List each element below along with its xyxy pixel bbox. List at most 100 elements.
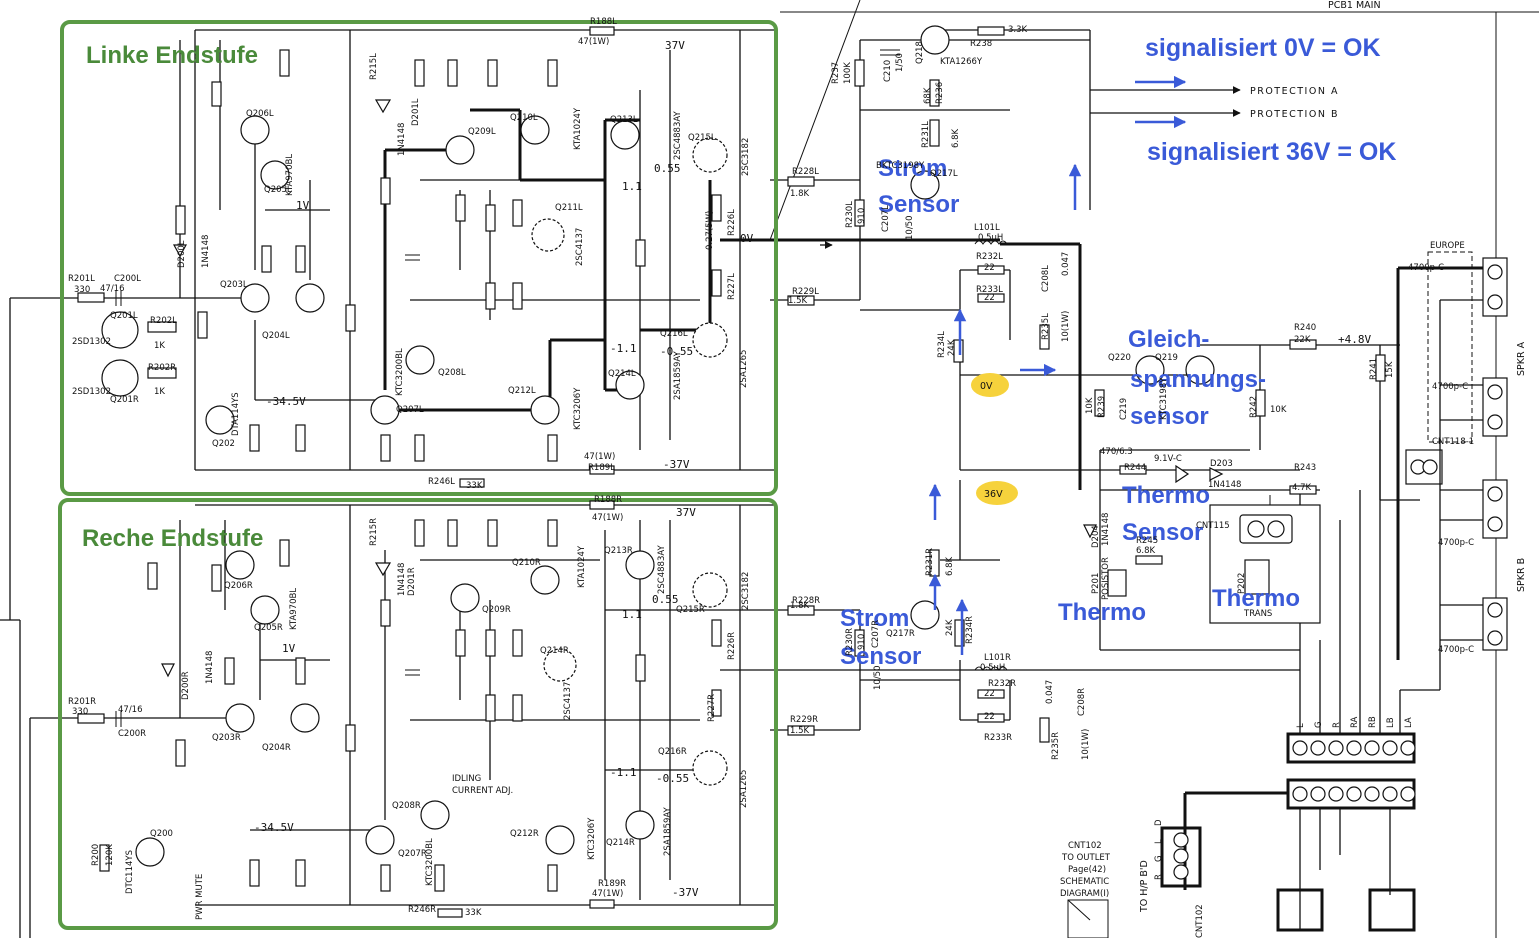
cnt102-to-outlet: TO OUTLET (1061, 853, 1111, 863)
svg-text:22: 22 (984, 293, 995, 303)
badge-36v-label: 36V (984, 489, 1003, 500)
svg-text:DTC114YS: DTC114YS (125, 850, 135, 894)
svg-text:1.1: 1.1 (622, 608, 642, 621)
cap-a2-label: 4700p-C (1432, 382, 1468, 392)
svg-text:10K: 10K (1085, 397, 1095, 414)
svg-text:22: 22 (984, 712, 995, 722)
svg-text:1N4148: 1N4148 (205, 651, 215, 684)
svg-text:37V: 37V (676, 506, 696, 519)
transistor-q204r (290, 703, 320, 733)
capacitors-diodes (115, 49, 1321, 727)
connector-pin-label: G (1314, 721, 1324, 728)
annotation-thermo-2: Sensor (1122, 519, 1203, 546)
svg-text:Q204L: Q204L (262, 331, 290, 341)
svg-text:-34.5V: -34.5V (266, 395, 306, 408)
hp-pin-label: L (1154, 839, 1164, 844)
svg-text:Q214R: Q214R (606, 838, 635, 848)
connector-strip (1067, 732, 1416, 938)
svg-text:R188R: R188R (594, 495, 622, 505)
component-labels: Q201L Q201R 2SD1302 2SD1302 R202L 1K R20… (68, 17, 1395, 920)
svg-text:KTA1266Y: KTA1266Y (940, 57, 983, 67)
svg-text:Q215R: Q215R (676, 605, 705, 615)
svg-text:C207R: C207R (871, 620, 881, 648)
svg-text:Q213R: Q213R (604, 546, 633, 556)
svg-text:Q212R: Q212R (510, 829, 539, 839)
cnt118-label: CNT118-1 (1432, 437, 1474, 447)
transistor-q208r (420, 800, 450, 830)
transistor-q212l (530, 395, 560, 425)
blue-arrows (928, 75, 1187, 655)
connector-pin (1346, 786, 1362, 802)
svg-text:Q212L: Q212L (508, 386, 536, 396)
svg-text:+4.8V: +4.8V (1338, 333, 1371, 346)
annotation-protection-a: signalisiert 0V = OK (1145, 34, 1381, 62)
svg-text:Q201R: Q201R (110, 395, 139, 405)
svg-text:-0.55: -0.55 (656, 772, 689, 785)
svg-text:10K: 10K (1270, 405, 1287, 415)
connector-pin (1346, 740, 1362, 756)
svg-text:Q207R: Q207R (398, 849, 427, 859)
svg-text:Q219: Q219 (1155, 353, 1178, 363)
svg-text:47(1W): 47(1W) (584, 452, 615, 462)
svg-text:Q214R: Q214R (540, 646, 569, 656)
svg-text:0.047: 0.047 (1045, 680, 1055, 704)
svg-text:9.1V-C: 9.1V-C (1154, 454, 1182, 464)
svg-text:D200L: D200L (177, 240, 187, 268)
svg-text:-0.55: -0.55 (660, 345, 693, 358)
svg-text:R232R: R232R (988, 679, 1016, 689)
svg-text:47/16: 47/16 (118, 705, 143, 715)
right-amp-title: Reche Endstufe (82, 525, 263, 552)
svg-text:Q214L: Q214L (608, 369, 636, 379)
svg-text:KTC3198Y: KTC3198Y (1159, 377, 1169, 420)
svg-text:Q207L: Q207L (396, 405, 424, 415)
right-amp-frame (58, 498, 778, 930)
transistor-q209l (445, 135, 475, 165)
svg-text:C219: C219 (1119, 398, 1129, 420)
svg-text:POSISTOR: POSISTOR (1101, 557, 1111, 600)
svg-text:Q218: Q218 (915, 41, 925, 64)
svg-text:Q210R: Q210R (512, 558, 541, 568)
svg-text:C200L: C200L (114, 274, 141, 284)
svg-text:R231R: R231R (925, 548, 935, 576)
connector-pin (1292, 740, 1308, 756)
board-label: PCB1 MAIN (1328, 0, 1381, 11)
svg-text:Q209L: Q209L (468, 127, 496, 137)
svg-text:Q206L: Q206L (246, 109, 274, 119)
connector-pin (1328, 740, 1344, 756)
svg-text:24K: 24K (945, 619, 955, 636)
svg-text:R188L: R188L (590, 17, 617, 27)
cap-b2-label: 4700p-C (1438, 645, 1474, 655)
transistor-q217l (910, 170, 940, 200)
speaker-b-label: SPKR B (1516, 558, 1527, 592)
annotation-dc-2: spannungs- (1130, 366, 1266, 393)
svg-text:R228L: R228L (792, 167, 819, 177)
transistor-q203l (240, 283, 270, 313)
connector-pin (1310, 740, 1326, 756)
badge-0v-label: 0V (980, 381, 993, 392)
svg-text:Q217R: Q217R (886, 629, 915, 639)
svg-text:C208L: C208L (1041, 265, 1051, 292)
svg-text:-37V: -37V (672, 886, 699, 899)
connector-pin (1382, 740, 1398, 756)
svg-text:2SC3182: 2SC3182 (741, 572, 751, 610)
annotation-current-top-1: Strom (878, 155, 947, 182)
svg-text:Q213L: Q213L (610, 115, 638, 125)
svg-text:0.27(5W): 0.27(5W) (705, 211, 715, 250)
svg-text:22K: 22K (1294, 335, 1311, 345)
transistor-q204l (295, 283, 325, 313)
connector-pin (1310, 786, 1326, 802)
svg-text:1N4148: 1N4148 (1101, 513, 1111, 546)
transistor-q211l (531, 218, 565, 252)
transistor-q215l (692, 137, 728, 173)
svg-text:-37V: -37V (663, 458, 690, 471)
annotation-thermo-1: Thermo (1122, 482, 1210, 509)
svg-text:R229R: R229R (790, 715, 818, 725)
svg-text:R242: R242 (1249, 396, 1259, 418)
svg-text:R246R: R246R (408, 905, 436, 915)
svg-text:2SC4883AY: 2SC4883AY (657, 544, 667, 594)
transistor-q207l (370, 395, 400, 425)
cnt102-diagram: DIAGRAM(I) (1060, 889, 1109, 899)
svg-text:33K: 33K (465, 908, 482, 918)
transistor-q202 (205, 405, 235, 435)
svg-text:1N4148: 1N4148 (1208, 480, 1241, 490)
